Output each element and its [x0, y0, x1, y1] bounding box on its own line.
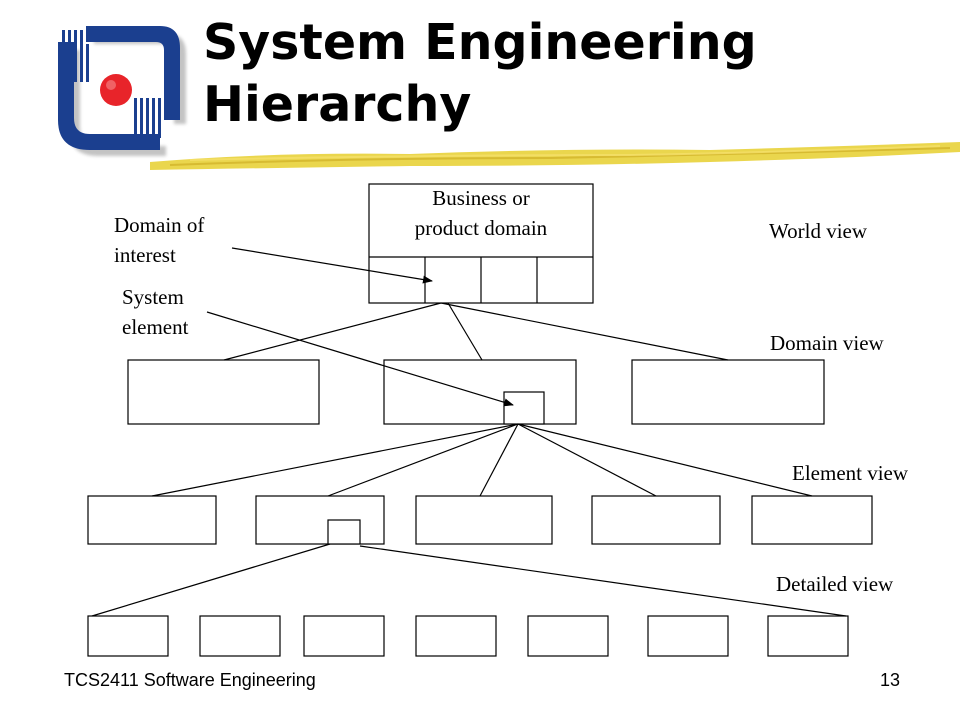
element-box-1: [87, 495, 217, 545]
brush-underline: [150, 142, 960, 170]
detail-box-3: [303, 615, 385, 657]
detailed-view-label: Detailed view: [776, 572, 894, 596]
system-element-line-1: System: [122, 285, 184, 309]
domain-subelement-box: [503, 391, 545, 425]
title-line-2: Hierarchy: [203, 76, 472, 133]
detail-box-4: [415, 615, 497, 657]
detail-box-6: [647, 615, 729, 657]
root-box-label: Business or product domain: [369, 183, 593, 243]
connector-domain-element-3: [479, 423, 519, 497]
footer-course: TCS2411 Software Engineering: [64, 670, 316, 690]
domain-box-1: [127, 359, 320, 425]
domain-of-interest-line-1: Domain of: [114, 213, 205, 237]
system-element-arrow: [206, 311, 514, 407]
slide-title: System Engineering Hierarchy: [203, 12, 757, 136]
connector-domain-element-5: [517, 423, 813, 497]
detail-box-5: [527, 615, 609, 657]
domain-of-interest-arrow: [231, 247, 433, 284]
connector-domain-element-2: [327, 423, 519, 497]
footer-page-number: 13: [880, 670, 901, 690]
domain-box-3: [631, 359, 825, 425]
domain-of-interest-label: Domain of interest: [114, 210, 204, 270]
element-box-4: [591, 495, 721, 545]
connector-domain-element-4: [517, 423, 657, 497]
element-view-label: Element view: [792, 461, 909, 485]
detail-box-1: [87, 615, 169, 657]
element-box-2: [255, 495, 385, 545]
world-view-label: World view: [769, 219, 868, 243]
detail-box-7: [767, 615, 849, 657]
element-box-3: [415, 495, 553, 545]
university-logo: [58, 26, 182, 152]
system-element-line-2: element: [122, 315, 189, 339]
root-box-label-line-1: Business or: [432, 186, 530, 210]
title-line-1: System Engineering: [203, 14, 757, 71]
connector-root-domain-2: [447, 302, 483, 361]
connector-domain-element-1: [151, 423, 519, 497]
connector-root-domain-3: [440, 302, 729, 361]
system-element-label: System element: [122, 282, 188, 342]
connector-element-detail-right: [359, 545, 847, 617]
connector-element-detail-left: [91, 543, 331, 617]
element-subelement-box: [327, 519, 361, 545]
element-box-5: [751, 495, 873, 545]
domain-box-2: [383, 359, 577, 425]
root-box-label-line-2: product domain: [414, 216, 548, 240]
detail-box-2: [199, 615, 281, 657]
domain-view-label: Domain view: [770, 331, 884, 355]
connector-root-domain-1: [223, 302, 442, 361]
domain-of-interest-line-2: interest: [114, 243, 176, 267]
